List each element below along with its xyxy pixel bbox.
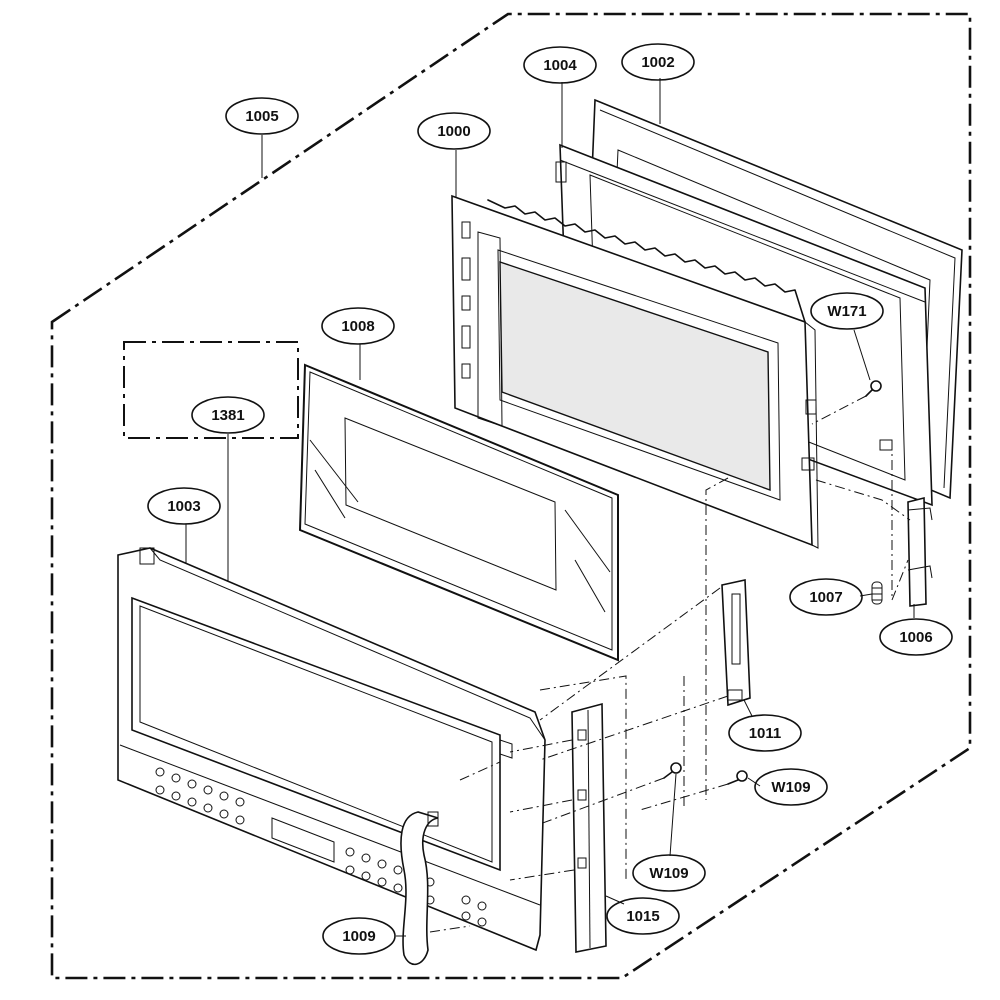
callout-1006-label: 1006: [899, 629, 932, 646]
part-1015-side-strip: [571, 702, 607, 953]
part-1008-door-glass: [298, 363, 619, 662]
part-1007-spring: [871, 581, 883, 605]
callout-1007-label: 1007: [809, 589, 842, 606]
assembly-boundary: [50, 12, 972, 980]
callout-w109-left: W109: [632, 854, 706, 892]
callout-1002: 1002: [621, 43, 695, 81]
kit-1381-box: [123, 341, 299, 439]
callout-1003-label: 1003: [167, 498, 200, 515]
callout-1005: 1005: [225, 97, 299, 135]
callout-1009-label: 1009: [342, 928, 375, 945]
callout-1011: 1011: [728, 714, 802, 752]
callout-w109-left-label: W109: [649, 865, 688, 882]
callout-1005-label: 1005: [245, 108, 278, 125]
callout-1015-label: 1015: [626, 908, 659, 925]
part-1011-latch-lever: [721, 579, 751, 707]
callout-1011-label: 1011: [749, 725, 782, 742]
leader-lines: [185, 78, 915, 937]
callout-w171: W171: [810, 292, 884, 330]
callout-1381: 1381: [191, 396, 265, 434]
callout-1015: 1015: [606, 897, 680, 935]
callout-1002-label: 1002: [641, 54, 674, 71]
callout-1003: 1003: [147, 487, 221, 525]
screw-w109-left: [663, 762, 682, 779]
callout-1000: 1000: [417, 112, 491, 150]
assembly-lines: [429, 395, 911, 933]
callout-1008: 1008: [321, 307, 395, 345]
part-1009-door-handle: [400, 811, 439, 966]
screw-w171: [865, 380, 882, 397]
part-1006-door-hook: [907, 496, 933, 607]
part-1000-inner-door-frame: [451, 194, 819, 549]
callout-w109-right-label: W109: [771, 779, 810, 796]
callout-1007: 1007: [789, 578, 863, 616]
callout-1004-label: 1004: [543, 57, 577, 74]
callout-1006: 1006: [879, 618, 953, 656]
callout-1009: 1009: [322, 917, 396, 955]
callout-1000-label: 1000: [437, 123, 470, 140]
screw-w109-right: [727, 770, 748, 785]
callout-1004: 1004: [523, 46, 597, 84]
callout-w171-label: W171: [827, 303, 866, 320]
callout-1008-label: 1008: [341, 318, 374, 335]
callout-w109-right: W109: [754, 768, 828, 806]
callout-1381-label: 1381: [211, 407, 244, 424]
part-1003-door-front-frame: [117, 547, 546, 952]
